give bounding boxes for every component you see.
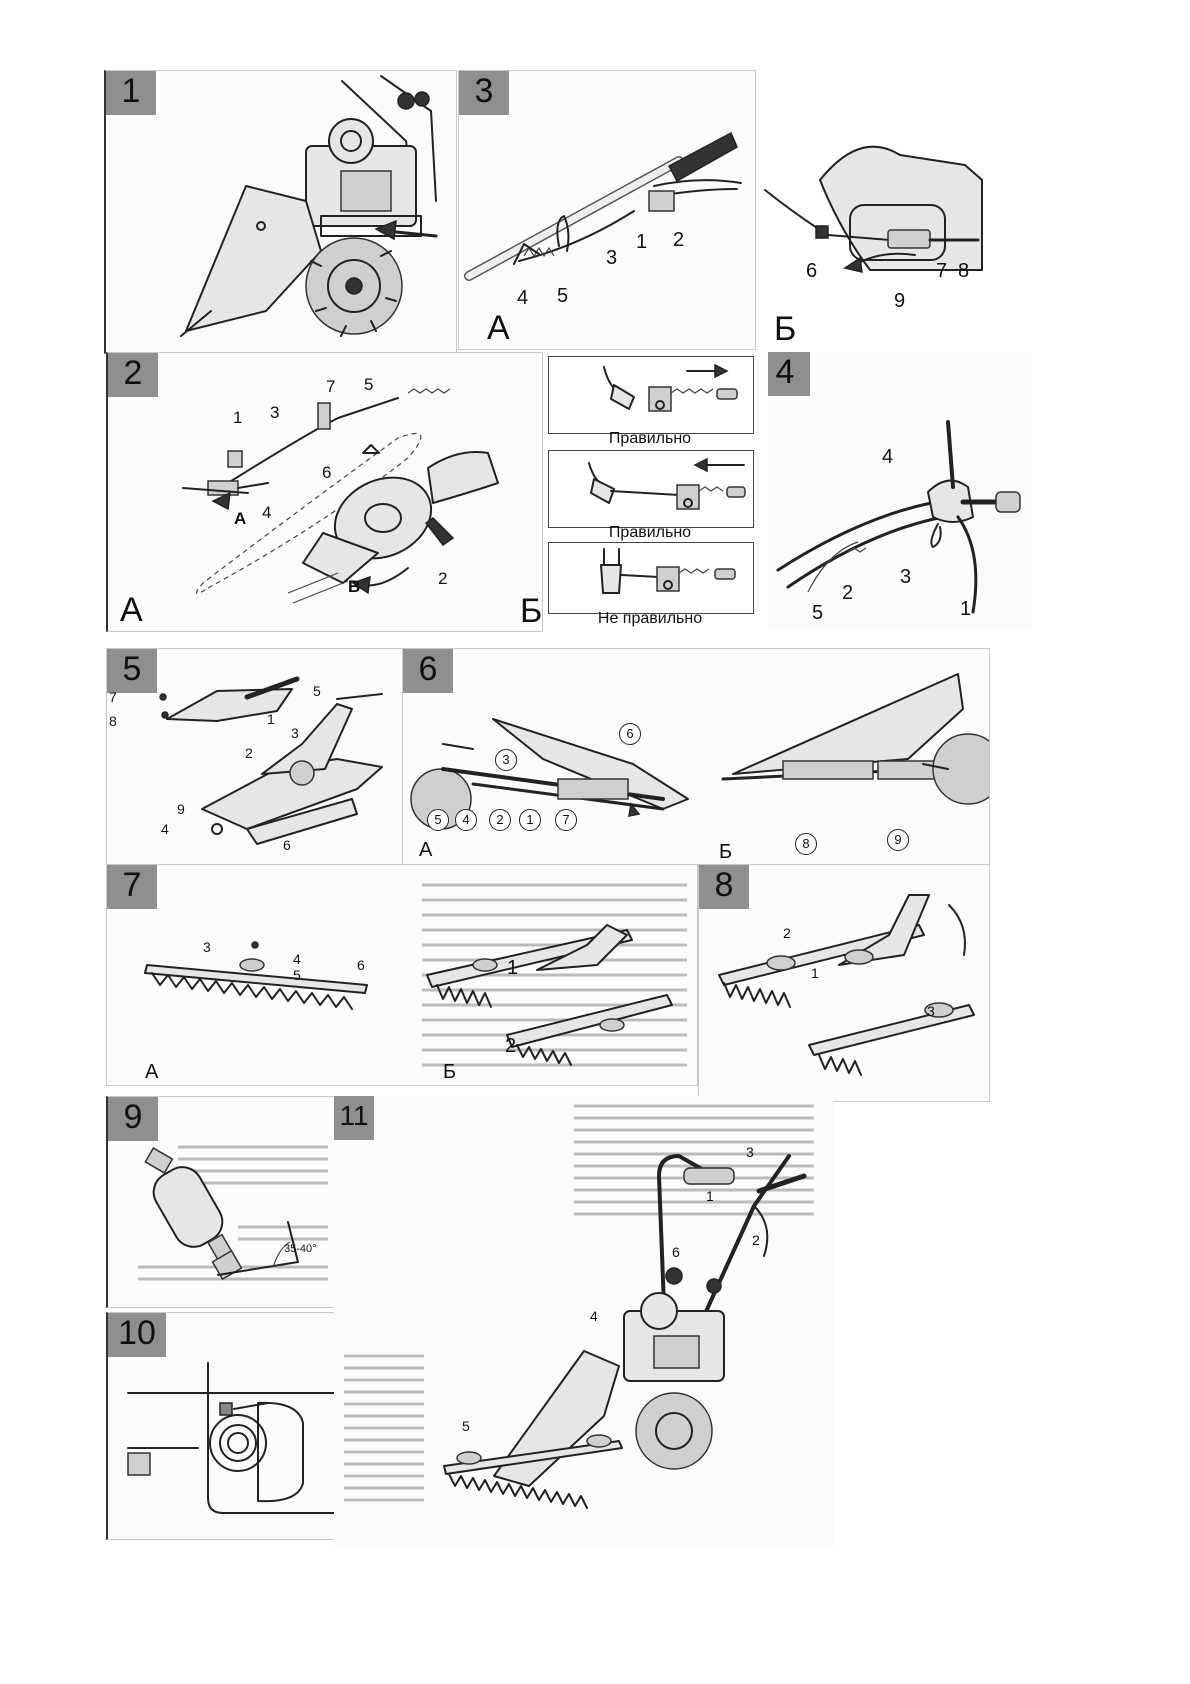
callout-3b-7: 7 — [936, 260, 948, 282]
callout-6b-9: 9 — [887, 829, 909, 851]
figure-7-panel: 7 3 4 5 6 1 2 А Б — [106, 864, 698, 1086]
figure-8-badge: 8 — [699, 865, 749, 909]
callout-2-6: 6 — [322, 463, 332, 482]
callout-11-5: 5 — [462, 1418, 470, 1434]
figure-2-view-a: А — [120, 591, 143, 629]
figure-6-badge: 6 — [403, 649, 453, 693]
figure-7-badge: 7 — [107, 865, 157, 909]
callout-7a-6: 6 — [357, 957, 365, 973]
callout-7a-4: 4 — [293, 951, 301, 967]
callout-2-3: 3 — [270, 403, 280, 422]
arrow-label-b: B — [348, 577, 361, 596]
arrow-label-a: A — [234, 509, 247, 528]
callout-11-4: 4 — [590, 1308, 598, 1324]
figure-6-view-a: А — [419, 839, 433, 861]
callout-6a-4: 4 — [455, 809, 477, 831]
callout-5-1: 1 — [267, 711, 275, 727]
figure-6-panel: 6 6 3 5 4 2 1 7 8 9 А Б — [402, 648, 990, 866]
callout-4-1: 1 — [960, 598, 972, 620]
callout-11-6: 6 — [672, 1244, 680, 1260]
figure-1-panel: 1 — [104, 70, 457, 354]
callout-5-6: 6 — [283, 837, 291, 853]
callout-8-1: 1 — [811, 965, 819, 981]
callout-6a-5: 5 — [427, 809, 449, 831]
figure-3b-panel: 6 7 8 9 Б — [760, 70, 1030, 348]
figure-7-view-a: А — [145, 1061, 159, 1083]
figure-11-badge: 11 — [334, 1096, 374, 1140]
callout-3a-2: 2 — [673, 229, 685, 251]
figure-10-panel: 10 — [106, 1312, 349, 1540]
figure-11-panel: 11 3 1 2 6 4 5 — [334, 1096, 834, 1546]
callout-2-7: 7 — [326, 377, 336, 396]
callout-2-5: 5 — [364, 375, 374, 394]
figure-8-panel: 8 2 1 3 — [698, 864, 990, 1102]
cable-check-3 — [548, 542, 754, 614]
callout-3a-4: 4 — [517, 287, 529, 309]
callout-6a-6: 6 — [619, 723, 641, 745]
figure-5-panel: 5 7 8 1 5 3 2 9 4 6 — [106, 648, 404, 866]
callout-5-3: 3 — [291, 725, 299, 741]
callout-6a-1: 1 — [519, 809, 541, 831]
figure-5-badge: 5 — [107, 649, 157, 693]
callout-3a-1: 1 — [636, 231, 648, 253]
callout-3b-6: 6 — [806, 260, 818, 282]
callout-7a-5: 5 — [293, 967, 301, 983]
callout-4-2: 2 — [842, 582, 854, 604]
callout-3b-8: 8 — [958, 260, 970, 282]
callout-3b-9: 9 — [894, 290, 906, 312]
callout-5-4: 4 — [161, 821, 169, 837]
callout-7b-2: 2 — [505, 1035, 517, 1057]
callout-5-2: 2 — [245, 745, 253, 761]
callout-5-8: 8 — [109, 713, 117, 729]
cable-check-3-label: Не правильно — [597, 610, 703, 627]
cable-check-1-label: Правильно — [608, 430, 692, 447]
cable-check-2-label: Правильно — [608, 524, 692, 541]
figure-6-view-b: Б — [719, 841, 733, 863]
figure-2-badge: 2 — [108, 353, 158, 397]
figure-2b-group: Правильно Правильно Не правильно Б — [520, 352, 764, 630]
callout-6a-3: 3 — [495, 749, 517, 771]
callout-4-3: 3 — [900, 566, 912, 588]
callout-4-4: 4 — [882, 446, 894, 468]
figure-2-view-b: Б — [520, 592, 543, 630]
figure-9-panel: 9 35-40° — [106, 1096, 336, 1308]
figure-3-view-b: Б — [774, 310, 797, 348]
figure-7-view-b: Б — [443, 1061, 457, 1083]
callout-3a-3: 3 — [606, 247, 618, 269]
figure-10-badge: 10 — [108, 1313, 166, 1357]
callout-6b-8: 8 — [795, 833, 817, 855]
callout-5-5: 5 — [313, 683, 321, 699]
figure-3-view-a: А — [487, 309, 510, 347]
callout-2-1: 1 — [233, 408, 243, 427]
callout-11-3: 3 — [746, 1144, 754, 1160]
callout-6a-2: 2 — [489, 809, 511, 831]
callout-2-2: 2 — [438, 569, 448, 588]
callout-5-9: 9 — [177, 801, 185, 817]
figure-4-badge: 4 — [768, 352, 810, 396]
callout-7b-1: 1 — [507, 957, 519, 979]
figure-4-panel: 4 4 3 2 5 1 — [768, 352, 1032, 630]
callout-2-4: 4 — [262, 503, 272, 522]
callout-11-2: 2 — [752, 1232, 760, 1248]
figure-3-badge: 3 — [459, 71, 509, 115]
figure-9-badge: 9 — [108, 1097, 158, 1141]
cable-check-2 — [548, 450, 754, 528]
callout-3a-5: 5 — [557, 285, 569, 307]
callout-6a-7: 7 — [555, 809, 577, 831]
callout-4-5: 5 — [812, 602, 824, 624]
callout-5-7: 7 — [109, 689, 117, 705]
callout-11-1: 1 — [706, 1188, 714, 1204]
callout-8-2: 2 — [783, 925, 791, 941]
figure-1-badge: 1 — [106, 71, 156, 115]
figure-2-panel: 2 1 3 7 5 6 4 2 A B А — [106, 352, 543, 632]
callout-7a-3: 3 — [203, 939, 211, 955]
callout-8-3: 3 — [927, 1003, 935, 1019]
sharpen-angle-label: 35-40° — [284, 1243, 317, 1255]
cable-check-1 — [548, 356, 754, 434]
figure-3a-panel: 3 1 2 3 4 5 А — [458, 70, 756, 350]
